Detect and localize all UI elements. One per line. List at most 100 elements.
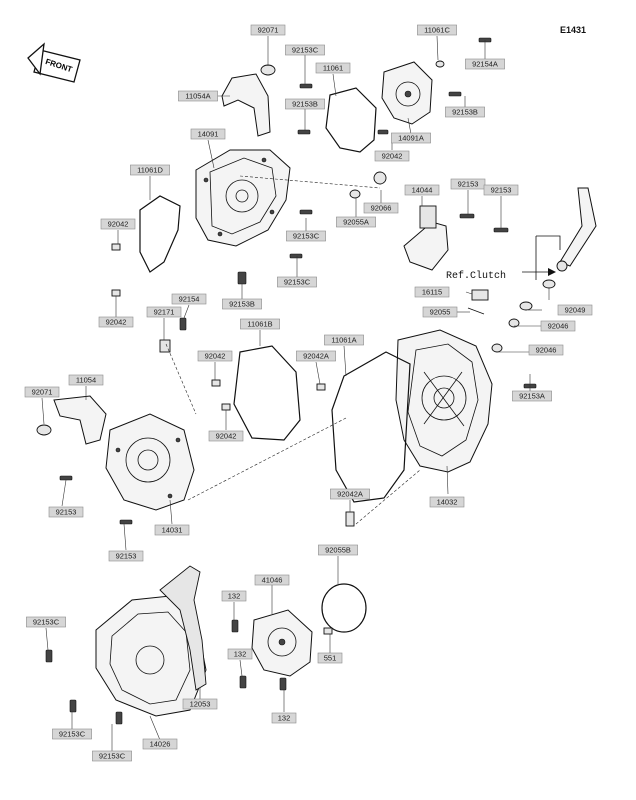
part-label-92153c[interactable]: 92153C [277, 276, 317, 288]
part-number: 92042A [303, 351, 329, 360]
part-label-92042[interactable]: 92042 [208, 430, 244, 442]
part-number: 92055B [325, 545, 351, 554]
part-number: 92154A [472, 59, 498, 68]
part-label-92153c[interactable]: 92153C [26, 616, 66, 628]
part-label-92071[interactable]: 92071 [250, 24, 286, 36]
part-number: 92153C [33, 617, 60, 626]
part-number: 92071 [32, 387, 53, 396]
part-label-92153b[interactable]: 92153B [222, 298, 262, 310]
part-label-92153a[interactable]: 92153A [512, 390, 552, 402]
part-number: 92153C [59, 729, 86, 738]
part-label-92042[interactable]: 92042 [374, 150, 410, 162]
part-label-92055[interactable]: 92055 [422, 306, 458, 318]
part-label-92153c[interactable]: 92153C [285, 44, 325, 56]
part-labels: 92071 92153C 11061C 92154A 11061 11054A 92153B… [24, 24, 593, 762]
part-number: 92153 [491, 185, 512, 194]
part-label-92055a[interactable]: 92055A [336, 216, 376, 228]
part-number: 14026 [150, 739, 171, 748]
part-number: 92154 [179, 294, 200, 303]
bolt-92154 [179, 317, 187, 331]
part-label-12053[interactable]: 12053 [182, 698, 218, 710]
part-label-92154[interactable]: 92154 [171, 293, 207, 305]
bracket-11054a [221, 64, 276, 137]
part-number: 92153 [458, 179, 479, 188]
part-label-92171[interactable]: 92171 [146, 306, 182, 318]
bolt-92153c-d [45, 649, 53, 663]
part-number: 12053 [190, 699, 211, 708]
part-number: 92153 [116, 551, 137, 560]
part-label-92055b[interactable]: 92055B [318, 544, 358, 556]
cover-14091a [381, 61, 433, 125]
bolt-92153-d [119, 519, 133, 525]
part-label-14044[interactable]: 14044 [404, 184, 440, 196]
part-label-92066[interactable]: 92066 [363, 202, 399, 214]
part-label-92153b[interactable]: 92153B [285, 98, 325, 110]
bolt-set-top [111, 37, 492, 297]
part-label-92153[interactable]: 92153 [483, 184, 519, 196]
part-number: 92046 [548, 321, 569, 330]
part-label-92154a[interactable]: 92154A [465, 58, 505, 70]
part-label-92046[interactable]: 92046 [540, 320, 576, 332]
part-number: 11061 [323, 63, 343, 72]
part-label-16115[interactable]: 16115 [414, 286, 450, 298]
clutch-cover-14032 [395, 329, 493, 473]
part-label-92046[interactable]: 92046 [528, 344, 564, 356]
part-label-14026[interactable]: 14026 [142, 738, 178, 750]
part-label-92042[interactable]: 92042 [197, 350, 233, 362]
part-label-132[interactable]: 132 [271, 712, 297, 724]
part-number: 132 [234, 649, 247, 658]
part-label-14091[interactable]: 14091 [190, 128, 226, 140]
part-number: 92046 [536, 345, 557, 354]
bolt-92153-c [59, 475, 73, 481]
part-number: 14044 [412, 185, 433, 194]
part-label-92153c[interactable]: 92153C [92, 750, 132, 762]
part-label-14031[interactable]: 14031 [154, 524, 190, 536]
part-label-92042a[interactable]: 92042A [296, 350, 336, 362]
part-number: 16115 [422, 287, 442, 296]
part-label-11054a[interactable]: 11054A [178, 90, 218, 102]
o-ring-92055b [321, 583, 367, 633]
part-number: 92153B [292, 99, 318, 108]
part-number: 92042 [106, 317, 127, 326]
part-label-11061a[interactable]: 11061A [324, 334, 364, 346]
part-label-14091a[interactable]: 14091A [391, 132, 431, 144]
engine-cover-14091 [195, 149, 291, 247]
part-label-11054[interactable]: 11054 [68, 374, 104, 386]
part-label-41046[interactable]: 41046 [254, 574, 290, 586]
part-number: 14091 [198, 129, 219, 138]
part-number: 92153C [99, 751, 126, 760]
part-number: 92153B [452, 107, 478, 116]
bolt-132-c [279, 677, 287, 691]
washers-92046-92049 [491, 279, 556, 353]
part-label-132[interactable]: 132 [227, 648, 253, 660]
bolt-92153c-e [69, 699, 77, 713]
part-label-11061b[interactable]: 11061B [240, 318, 280, 330]
part-number: 92042 [216, 431, 237, 440]
part-number: 92042 [205, 351, 226, 360]
dowel-92042-d [211, 379, 221, 387]
part-label-132[interactable]: 132 [221, 590, 247, 602]
part-number: 14031 [162, 525, 183, 534]
part-number: 11054 [76, 375, 96, 384]
part-label-92153b[interactable]: 92153B [445, 106, 485, 118]
part-label-11061d[interactable]: 11061D [130, 164, 170, 176]
part-number: 11054A [185, 91, 210, 100]
part-number: 92153C [293, 231, 320, 240]
part-label-11061[interactable]: 11061 [315, 62, 351, 74]
part-label-92049[interactable]: 92049 [557, 304, 593, 316]
part-label-551[interactable]: 551 [317, 652, 343, 664]
part-label-92153[interactable]: 92153 [450, 178, 486, 190]
front-arrow-icon: FRONT [27, 42, 81, 83]
part-label-92071[interactable]: 92071 [24, 386, 60, 398]
part-number: 92071 [258, 25, 279, 34]
part-label-92042[interactable]: 92042 [100, 218, 136, 230]
part-label-92153[interactable]: 92153 [48, 506, 84, 518]
part-label-11061c[interactable]: 11061C [417, 24, 457, 36]
part-label-92153c[interactable]: 92153C [286, 230, 326, 242]
part-label-92042a[interactable]: 92042A [330, 488, 370, 500]
part-label-14032[interactable]: 14032 [429, 496, 465, 508]
part-label-92153[interactable]: 92153 [108, 550, 144, 562]
part-label-92153c[interactable]: 92153C [52, 728, 92, 740]
part-label-92042[interactable]: 92042 [98, 316, 134, 328]
